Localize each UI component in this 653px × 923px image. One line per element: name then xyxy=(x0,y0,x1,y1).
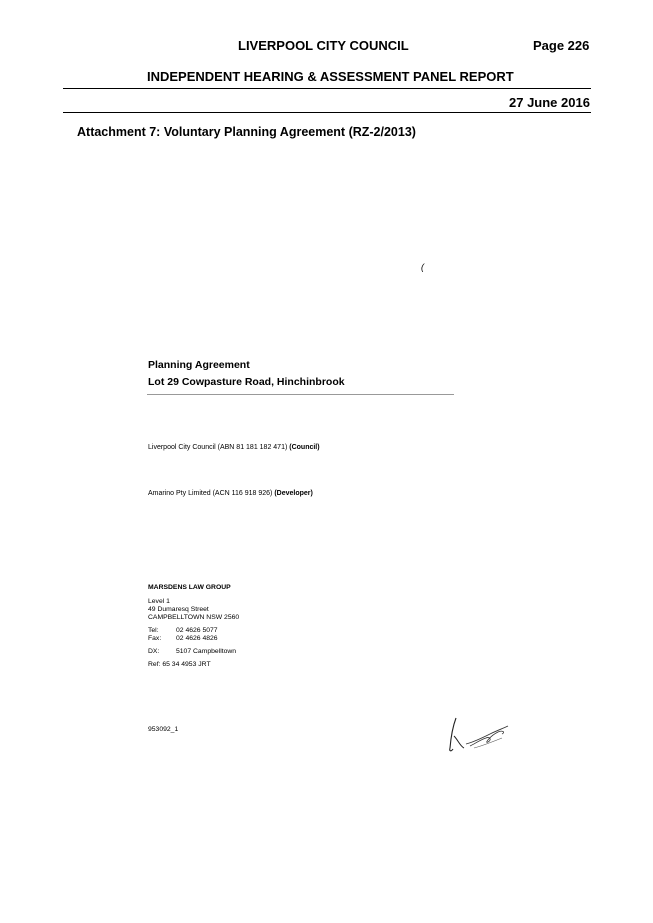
law-firm-tel: Tel: 02 4626 5077 xyxy=(148,627,218,635)
agreement-rule xyxy=(147,394,454,395)
law-firm-ref: Ref: 65 34 4953 JRT xyxy=(148,661,211,668)
agreement-subtitle: Lot 29 Cowpasture Road, Hinchinbrook xyxy=(148,376,345,388)
report-title: INDEPENDENT HEARING & ASSESSMENT PANEL R… xyxy=(147,69,514,84)
header-rule-bottom xyxy=(63,112,591,113)
signature-icon xyxy=(449,717,509,752)
agreement-title: Planning Agreement xyxy=(148,359,250,371)
dx-label: DX: xyxy=(148,648,160,655)
council-name: LIVERPOOL CITY COUNCIL xyxy=(238,38,409,53)
report-date: 27 June 2016 xyxy=(509,95,590,110)
header-rule-top xyxy=(63,88,591,89)
attachment-title: Attachment 7: Voluntary Planning Agreeme… xyxy=(77,125,416,139)
tel-label: Tel: xyxy=(148,627,159,634)
party-developer: Amarino Pty Limited (ACN 116 918 926) (D… xyxy=(148,490,313,497)
tel-value: 02 4626 5077 xyxy=(176,627,218,634)
law-firm-fax: Fax: 02 4626 4826 xyxy=(148,635,218,643)
law-firm-dx: DX: 5107 Campbelltown xyxy=(148,648,236,656)
party-council-role: (Council) xyxy=(289,444,320,451)
law-firm-address-2: 49 Dumaresq Street xyxy=(148,606,209,613)
stray-mark: ( xyxy=(421,262,424,272)
law-firm-address-1: Level 1 xyxy=(148,598,170,605)
law-firm-name: MARSDENS LAW GROUP xyxy=(148,584,231,591)
fax-value: 02 4626 4826 xyxy=(176,635,218,642)
law-firm-address-3: CAMPBELLTOWN NSW 2560 xyxy=(148,614,240,621)
party-council-text: Liverpool City Council (ABN 81 181 182 4… xyxy=(148,444,290,451)
fax-label: Fax: xyxy=(148,635,162,642)
party-developer-role: (Developer) xyxy=(274,490,313,497)
document-number: 953092_1 xyxy=(148,726,179,733)
party-council: Liverpool City Council (ABN 81 181 182 4… xyxy=(148,444,320,451)
page-number: Page 226 xyxy=(533,38,590,53)
dx-value: 5107 Campbelltown xyxy=(176,648,237,655)
party-developer-text: Amarino Pty Limited (ACN 116 918 926) xyxy=(148,490,275,497)
